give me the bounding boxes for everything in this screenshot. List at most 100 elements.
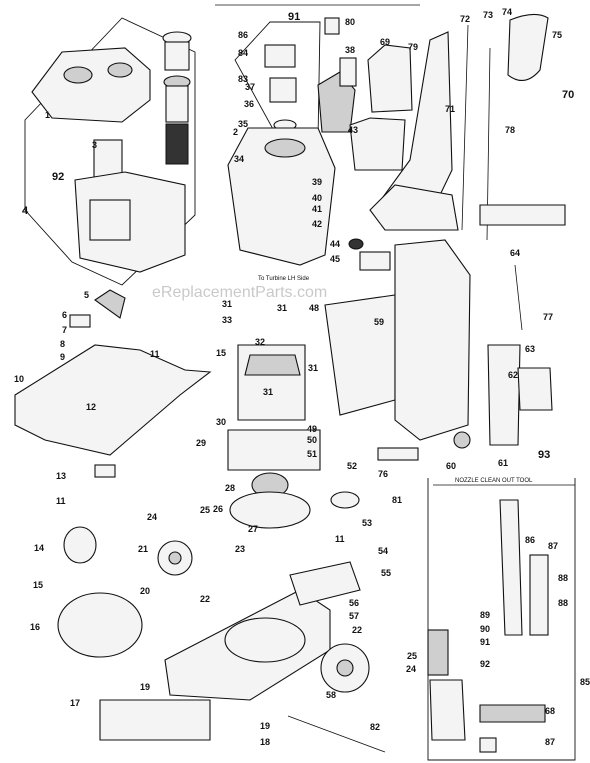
trigger-69: [367, 44, 413, 113]
motor-base: [229, 491, 311, 529]
nozzle-upper: [339, 57, 357, 87]
callout-37: 37: [245, 82, 255, 92]
callout-81: 81: [392, 495, 402, 505]
callout-31c: 31: [308, 363, 318, 373]
cap-5: [94, 289, 126, 319]
small-cap: [324, 17, 340, 35]
callout-60: 60: [446, 461, 456, 471]
tank-window: [89, 199, 131, 241]
base-well: [224, 617, 306, 663]
callout-86a: 86: [238, 30, 248, 40]
callout-7: 7: [62, 325, 67, 335]
part-76: [377, 447, 419, 461]
callout-93: 93: [538, 449, 550, 461]
lid-cap-right: [107, 62, 133, 78]
callout-92b: 92: [480, 659, 490, 669]
callout-15b: 15: [33, 580, 43, 590]
callout-1: 1: [45, 110, 50, 120]
callout-19b: 19: [260, 721, 270, 731]
part-81: [330, 491, 360, 509]
rod-72: [461, 24, 469, 231]
bracket-64: [479, 204, 566, 226]
callout-73: 73: [483, 10, 493, 20]
solution-tank: [227, 127, 336, 266]
knob-44: [348, 238, 364, 250]
tool-box-outline: [427, 478, 576, 761]
plate-45: [359, 251, 391, 271]
callout-84: 84: [238, 48, 248, 58]
callout-25a: 25: [200, 505, 210, 515]
callout-8: 8: [60, 339, 65, 349]
callout-14: 14: [34, 543, 44, 553]
callout-43: 43: [348, 125, 358, 135]
callout-63: 63: [525, 344, 535, 354]
float-body: [165, 85, 189, 123]
callout-30: 30: [216, 417, 226, 427]
callout-92a: 92: [52, 171, 64, 183]
callout-12: 12: [86, 402, 96, 412]
wheel-hub-25a: [168, 551, 182, 565]
part-6: [69, 314, 91, 328]
tool-box: [427, 478, 576, 761]
callout-31d: 31: [263, 387, 273, 397]
callout-11c: 11: [335, 534, 345, 544]
cap-handle: [264, 44, 296, 68]
callout-49: 49: [307, 424, 317, 434]
brush-housing-16: [57, 592, 143, 658]
callout-87a: 87: [548, 541, 558, 551]
callout-44: 44: [330, 239, 340, 249]
callout-56: 56: [349, 598, 359, 608]
wheel-hub-25b: [336, 659, 354, 677]
brush-roll-17: [99, 699, 211, 741]
turbine-14: [63, 526, 97, 564]
wheel-60: [453, 431, 471, 449]
callout-28: 28: [225, 483, 235, 493]
solution-tank-assembly: [227, 17, 391, 271]
callout-33: 33: [222, 315, 232, 325]
callout-58: 58: [326, 690, 336, 700]
lid-cap-left: [63, 66, 93, 84]
callout-38: 38: [345, 45, 355, 55]
callout-76: 76: [378, 469, 388, 479]
turbine-note: To Turbine LH Side: [258, 276, 310, 282]
handle-grip-70: [507, 13, 549, 81]
callout-41: 41: [312, 204, 322, 214]
callout-91b: 91: [480, 637, 490, 647]
brush-68: [479, 704, 546, 723]
callout-2: 2: [233, 127, 238, 137]
callout-85: 85: [580, 677, 590, 687]
callout-74: 74: [502, 7, 512, 17]
callout-61: 61: [498, 458, 508, 468]
hose-cuff: [427, 629, 449, 676]
callout-6: 6: [62, 310, 67, 320]
callout-20: 20: [140, 586, 150, 596]
callout-24a: 24: [147, 512, 157, 522]
callout-54: 54: [378, 546, 388, 556]
callout-22a: 22: [200, 594, 210, 604]
callout-34: 34: [234, 154, 244, 164]
filter-media: [165, 123, 189, 165]
tool-part-87: [529, 554, 549, 636]
nozzle-hood-10: [14, 344, 212, 456]
callout-52: 52: [347, 461, 357, 471]
panel-59: [324, 294, 396, 416]
callout-31a: 31: [222, 299, 232, 309]
callout-55: 55: [381, 568, 391, 578]
callout-26: 26: [213, 504, 223, 514]
callout-78: 78: [505, 125, 515, 135]
rear-body-60: [394, 239, 471, 441]
callout-25b: 25: [407, 651, 417, 661]
tool-note: NOZZLE CLEAN OUT TOOL: [455, 478, 533, 484]
callout-19a: 19: [140, 682, 150, 692]
callout-87b: 87: [545, 737, 555, 747]
callout-77: 77: [543, 312, 553, 322]
callout-18: 18: [260, 737, 270, 747]
callout-11a: 11: [150, 349, 160, 359]
callout-10: 10: [14, 374, 24, 384]
float-screen: [164, 41, 190, 71]
callout-36: 36: [244, 99, 254, 109]
body-assembly: [14, 239, 553, 529]
valve-assembly: [269, 77, 297, 103]
